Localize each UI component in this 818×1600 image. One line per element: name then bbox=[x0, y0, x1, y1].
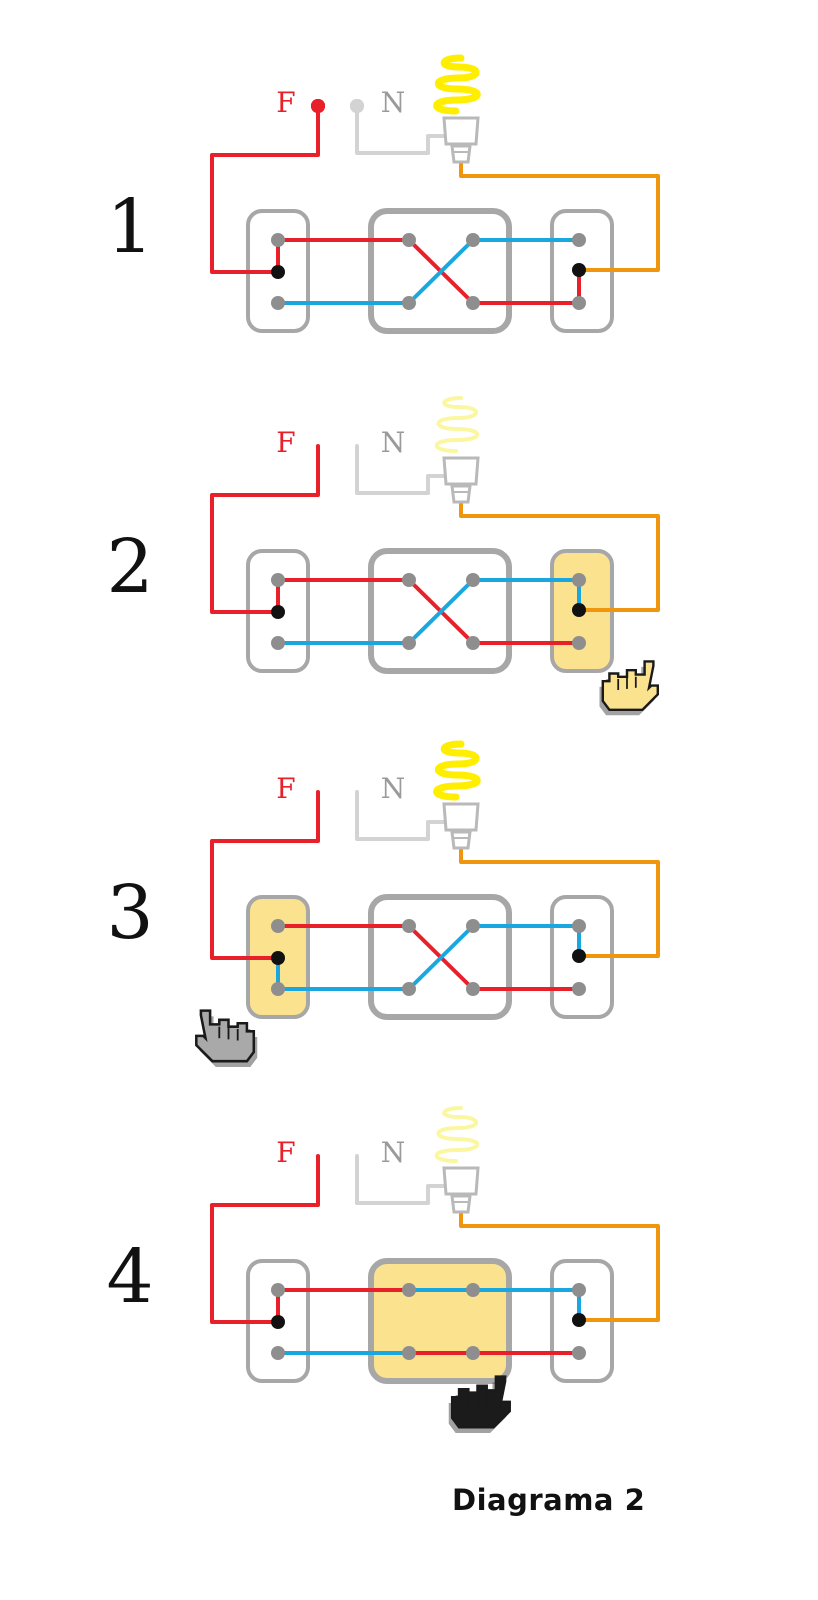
switch-terminal bbox=[466, 573, 480, 587]
phase-wire bbox=[210, 790, 320, 960]
neutral-terminal bbox=[350, 99, 364, 113]
phase-label: F bbox=[276, 772, 295, 805]
switch-terminal bbox=[572, 296, 586, 310]
switch-terminal bbox=[271, 636, 285, 650]
switch-terminal bbox=[466, 919, 480, 933]
bulb-socket bbox=[450, 144, 472, 164]
phase-wire bbox=[210, 104, 320, 274]
switch-terminal bbox=[572, 636, 586, 650]
switch-terminal bbox=[271, 233, 285, 247]
neutral-label: N bbox=[381, 86, 406, 119]
lamp-return-wire bbox=[459, 502, 660, 612]
phase-label: F bbox=[276, 426, 295, 459]
light-bulb-icon bbox=[434, 1106, 480, 1214]
bulb-spiral bbox=[434, 396, 480, 453]
hand-outline bbox=[195, 1009, 256, 1063]
lamp-return-wire bbox=[459, 1212, 660, 1322]
switch-terminal bbox=[466, 233, 480, 247]
switch-terminal bbox=[271, 296, 285, 310]
switch-terminal bbox=[402, 573, 416, 587]
lamp-return-wire bbox=[459, 848, 660, 958]
neutral-wire bbox=[355, 1154, 448, 1205]
switch-terminal bbox=[402, 982, 416, 996]
bulb-spiral bbox=[434, 1106, 480, 1163]
pointer-hand-icon bbox=[448, 1375, 511, 1433]
bulb-socket bbox=[450, 1194, 472, 1214]
left-common-terminal bbox=[271, 265, 285, 279]
switch-terminal bbox=[572, 233, 586, 247]
bulb-socket bbox=[450, 484, 472, 504]
switch-terminal bbox=[402, 1346, 416, 1360]
neutral-wire bbox=[355, 104, 448, 155]
switch-terminal bbox=[402, 919, 416, 933]
bulb-spiral bbox=[433, 740, 481, 801]
four-way-cross-link bbox=[407, 238, 475, 305]
phase-terminal bbox=[311, 99, 325, 113]
phase-wire bbox=[210, 444, 320, 614]
left-common-terminal bbox=[271, 605, 285, 619]
switch-terminal bbox=[572, 573, 586, 587]
bulb-base bbox=[442, 116, 480, 146]
switch-terminal bbox=[572, 1346, 586, 1360]
right-common-terminal bbox=[572, 949, 586, 963]
switch-terminal bbox=[466, 1283, 480, 1297]
circuit-panel-4: 4 F N bbox=[106, 99, 660, 1433]
left-common-terminal bbox=[271, 951, 285, 965]
panel-number: 3 bbox=[106, 870, 153, 956]
circuit-panel-1: 1 F N bbox=[106, 54, 660, 334]
bulb-spiral bbox=[433, 54, 481, 115]
switch-terminal bbox=[271, 573, 285, 587]
four-way-cross-link bbox=[407, 924, 475, 991]
four-way-cross-link bbox=[407, 578, 475, 645]
switch-terminal bbox=[466, 636, 480, 650]
switch-terminal bbox=[402, 636, 416, 650]
switch-terminal bbox=[402, 1283, 416, 1297]
switch-terminal bbox=[466, 982, 480, 996]
bulb-socket bbox=[450, 830, 472, 850]
switch-terminal bbox=[271, 982, 285, 996]
switch-terminal bbox=[466, 296, 480, 310]
right-common-terminal bbox=[572, 603, 586, 617]
phase-label: F bbox=[276, 1136, 295, 1169]
bulb-base bbox=[442, 802, 480, 832]
diagram-caption: Diagrama 2 bbox=[452, 1483, 646, 1517]
switch-terminal bbox=[572, 982, 586, 996]
switch-terminal bbox=[271, 919, 285, 933]
hand-outline bbox=[450, 1375, 511, 1429]
switch-terminal bbox=[402, 296, 416, 310]
neutral-wire bbox=[355, 790, 448, 841]
panel-number: 1 bbox=[106, 184, 153, 270]
light-bulb-icon bbox=[433, 740, 481, 850]
panel-number: 2 bbox=[106, 524, 153, 610]
lamp-return-wire bbox=[459, 162, 660, 272]
left-common-terminal bbox=[271, 1315, 285, 1329]
circuit-panel-3: 3 F N bbox=[106, 99, 660, 1067]
panel-number: 4 bbox=[106, 1234, 153, 1320]
pointer-hand-icon bbox=[599, 660, 660, 716]
light-bulb-icon bbox=[433, 54, 481, 164]
hand-outline bbox=[601, 660, 660, 712]
neutral-label: N bbox=[381, 1136, 406, 1169]
neutral-label: N bbox=[381, 772, 406, 805]
pointer-hand-icon bbox=[195, 1009, 258, 1067]
switch-terminal bbox=[572, 919, 586, 933]
right-common-terminal bbox=[572, 1313, 586, 1327]
switch-terminal bbox=[466, 1346, 480, 1360]
light-bulb-icon bbox=[434, 396, 480, 504]
switch-terminal bbox=[271, 1283, 285, 1297]
switch-terminal bbox=[572, 1283, 586, 1297]
right-common-terminal bbox=[572, 263, 586, 277]
phase-label: F bbox=[276, 86, 295, 119]
bulb-base bbox=[442, 1166, 480, 1196]
circuit-panel-2: 2 F N bbox=[106, 99, 660, 716]
phase-wire bbox=[210, 1154, 320, 1324]
neutral-label: N bbox=[381, 426, 406, 459]
middle-four-way-switch bbox=[368, 1258, 512, 1384]
bulb-base bbox=[442, 456, 480, 486]
neutral-wire bbox=[355, 444, 448, 495]
switch-terminal bbox=[402, 233, 416, 247]
switch-terminal bbox=[271, 1346, 285, 1360]
